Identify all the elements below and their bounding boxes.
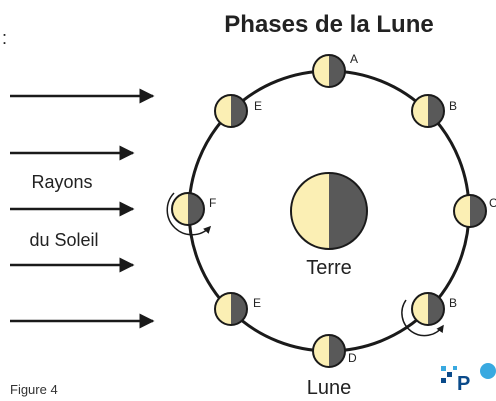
sun-rays	[10, 88, 155, 329]
moon-label-b-top: B	[449, 99, 457, 113]
earth-outline	[290, 172, 368, 250]
logo-accent	[480, 363, 496, 379]
moon-c	[453, 194, 487, 228]
moon-f	[171, 192, 205, 226]
moon-e-top	[214, 94, 248, 128]
moon-label-d: D	[348, 351, 357, 365]
earth	[290, 172, 368, 250]
moon-label-f: F	[209, 196, 216, 210]
brand-logo: P	[441, 363, 496, 395]
moon-label-c: C	[489, 196, 496, 210]
logo-dot-3	[441, 378, 446, 383]
moon-label-e-top: E	[254, 99, 262, 113]
moon-e-bottom	[214, 292, 248, 326]
earth-dark-side	[329, 173, 367, 249]
earth-label: Terre	[306, 257, 352, 279]
sun-rays-label-line2: du Soleil	[29, 230, 98, 250]
logo-dot-2	[447, 372, 452, 377]
rotation-arrow-bottom-right	[401, 299, 444, 337]
moon-b-top	[411, 94, 445, 128]
figure-caption: Figure 4	[10, 382, 58, 397]
rotation-arrow-left	[166, 192, 212, 236]
moon-a	[312, 54, 346, 88]
earth-light-side	[291, 173, 329, 249]
moon-label-a: A	[350, 52, 358, 66]
moon-d	[312, 334, 346, 368]
logo-text: P	[457, 373, 470, 395]
moon-label-b-bottom: B	[449, 296, 457, 310]
diagram-title: Phases de la Lune	[224, 11, 433, 38]
logo-dot-1	[441, 366, 446, 371]
moon-label-e-bottom: E	[253, 296, 261, 310]
sun-rays-label-line1: Rayons	[31, 172, 92, 192]
moon-b-bottom	[411, 292, 445, 326]
stray-colon: :	[2, 28, 7, 48]
logo-dot-4	[453, 366, 457, 370]
moon-label: Lune	[307, 377, 352, 399]
